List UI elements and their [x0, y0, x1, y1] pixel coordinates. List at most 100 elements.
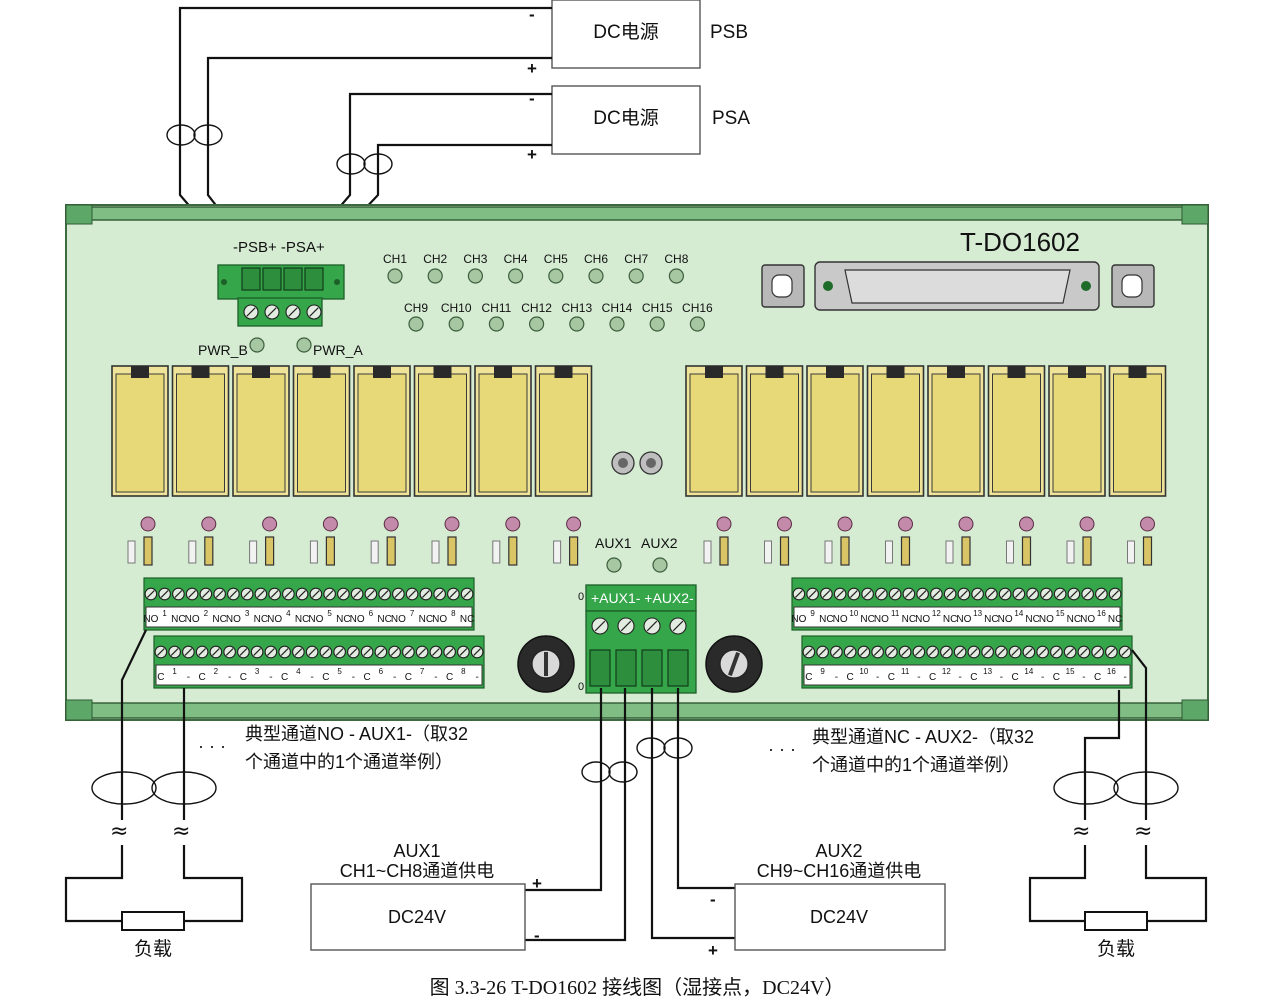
channel-led-label: CH14 [602, 301, 633, 315]
relay-tab [947, 366, 965, 378]
channel-led-label: CH6 [584, 252, 608, 266]
screw-slot [253, 648, 262, 656]
terminal-label: - [1041, 672, 1044, 683]
relay-inner [236, 373, 286, 493]
terminal-label: 1 [162, 609, 167, 618]
left-note: · · · 典型通道NO - AUX1-（取32 个通道中的1个通道举例） [198, 724, 468, 772]
relay-inner [992, 373, 1041, 493]
screw-slot [156, 648, 165, 656]
terminal-label: - [876, 672, 879, 683]
channel-led [649, 316, 665, 332]
aux-slot [641, 649, 663, 687]
screw-slot [211, 648, 220, 656]
terminal-label: 12 [932, 609, 941, 618]
terminal-label: C [240, 672, 247, 683]
screw-slot [818, 648, 827, 656]
screw-slot [309, 307, 319, 317]
channel-led-label: CH9 [404, 301, 428, 315]
terminal-label: NO [350, 614, 365, 625]
screw-slot [914, 648, 923, 656]
screw-slot [1111, 590, 1120, 598]
screw-slot [836, 590, 845, 598]
terminal-label: - [1123, 672, 1126, 683]
screw-slot [1069, 590, 1078, 598]
channel-led-label: CH13 [561, 301, 592, 315]
terminal-label: 10 [849, 609, 858, 618]
channel-led [569, 316, 585, 332]
relay-inner [115, 373, 165, 493]
terminal-label: 5 [327, 609, 332, 618]
screw-slot [1056, 590, 1065, 598]
terminal-label: NO [791, 614, 806, 625]
indicator-dot [383, 516, 399, 532]
indicator-dot [716, 516, 732, 532]
screw-slot [363, 648, 372, 656]
terminal-label: - [917, 672, 920, 683]
channel-led [408, 316, 424, 332]
terminal-label: NC [419, 614, 433, 625]
relay-inner [478, 373, 528, 493]
screw-slot [672, 620, 684, 632]
left-load-label: 负载 [134, 938, 172, 960]
aux2-subtitle: CH9~CH16通道供电 [757, 861, 922, 881]
terminal-label: C [405, 672, 412, 683]
aux1-supply: AUX1 CH1~CH8通道供电 DC24V + - [310, 841, 542, 951]
channel-led [448, 316, 464, 332]
aux-slot [615, 649, 637, 687]
screw-slot [284, 590, 293, 598]
screw-slot [1042, 590, 1051, 598]
screw-slot [877, 590, 886, 598]
screw-slot [1038, 648, 1047, 656]
terminal-label: C [847, 672, 854, 683]
screw-slot [353, 590, 362, 598]
terminal-label: - [434, 672, 437, 683]
psb-name: PSB [710, 22, 748, 43]
terminal-label: 8 [451, 609, 456, 618]
indicator-dot [1079, 516, 1095, 532]
channel-led-label: CH3 [463, 252, 487, 266]
screw-slot [804, 648, 813, 656]
terminal-label: C [929, 672, 936, 683]
terminal-label: 8 [461, 667, 466, 676]
module-title: T-DO1602 [960, 227, 1080, 257]
indicator-dot [140, 516, 156, 532]
terminal-label: 6 [379, 667, 384, 676]
terminal-label: - [352, 672, 355, 683]
terminal-label: NC [984, 614, 998, 625]
terminal-label: - [187, 672, 190, 683]
terminal-label: C [805, 672, 812, 683]
terminal-label: 14 [1024, 667, 1033, 676]
terminal-label: NO [1080, 614, 1095, 625]
psa-plus: + [527, 145, 537, 164]
screw-slot [267, 307, 277, 317]
terminal-label: 2 [214, 667, 219, 676]
fuse [508, 536, 518, 566]
relay-tab [433, 366, 452, 378]
left-load: 负载 [121, 911, 185, 960]
screw-slot [1097, 590, 1106, 598]
aux2-dc-label: DC24V [810, 907, 868, 927]
screw-slot [335, 648, 344, 656]
screw-slot [1079, 648, 1088, 656]
screw-slot [1024, 648, 1033, 656]
screw-slot [887, 648, 896, 656]
terminal-label: 4 [296, 667, 301, 676]
channel-led [588, 268, 604, 284]
screw-slot [266, 648, 275, 656]
terminal-label: NC [295, 614, 309, 625]
screw-slot [294, 648, 303, 656]
terminal-label: 13 [983, 667, 992, 676]
terminal-label: 15 [1056, 609, 1065, 618]
relay-tab [373, 366, 391, 378]
fuse [961, 536, 971, 566]
terminal-label: NC [819, 614, 833, 625]
terminal-label: NO [185, 614, 200, 625]
right-load: 负载 [1084, 911, 1148, 960]
relay-inner [1113, 373, 1162, 493]
fuse [447, 536, 457, 566]
fuse [779, 536, 790, 566]
screw-slot [404, 648, 413, 656]
relay-tab [252, 366, 270, 378]
relay-inner [689, 373, 739, 493]
